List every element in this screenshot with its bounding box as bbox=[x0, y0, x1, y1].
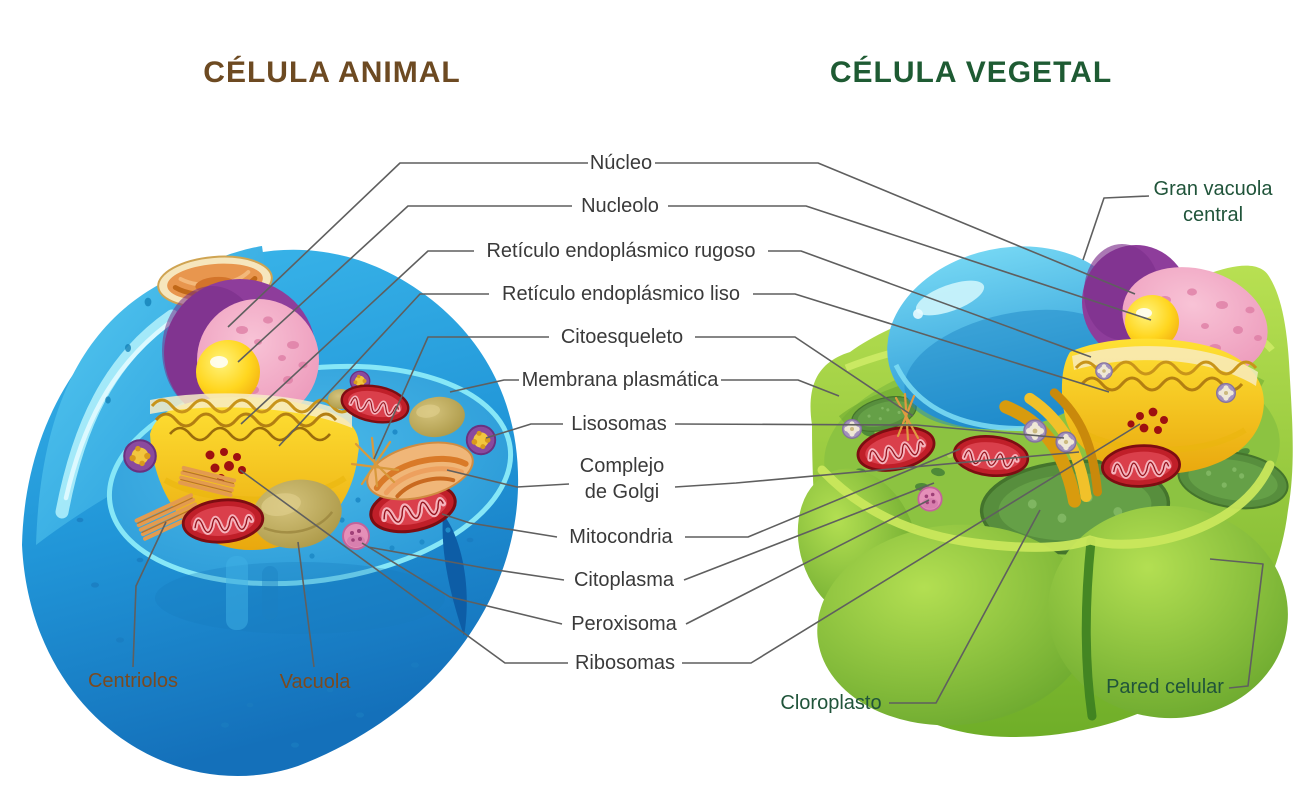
leader-liso-right bbox=[753, 293, 1110, 393]
leader-citoesqueleto-left bbox=[373, 336, 549, 460]
plant-wall-front-cushions bbox=[797, 460, 1288, 726]
leader-mitocondria-right bbox=[685, 448, 961, 538]
label-lisosomas: Lisosomas bbox=[571, 413, 667, 435]
label-reticulo-rugoso: Retículo endoplásmico rugoso bbox=[486, 240, 756, 262]
label-membrana-plasmatica: Membrana plasmática bbox=[521, 369, 719, 391]
animal-cytoskeleton-fibers bbox=[350, 436, 400, 488]
leader-gran-vacuola bbox=[1082, 195, 1150, 261]
lysosome-icon bbox=[123, 439, 157, 473]
floor-streak bbox=[226, 556, 248, 630]
leader-golgi-left bbox=[446, 469, 570, 488]
label-peroxisoma: Peroxisoma bbox=[571, 613, 677, 635]
lysosome-vesicle-icon bbox=[842, 419, 862, 439]
leader-centriolos bbox=[132, 521, 167, 668]
leader-peroxisoma-right bbox=[685, 499, 930, 625]
plant-ribosome-dots bbox=[1127, 407, 1168, 434]
plant-cell-illustration bbox=[797, 244, 1293, 738]
leader-rugoso-left bbox=[240, 250, 474, 425]
leader-vacuola bbox=[297, 541, 315, 668]
animal-vacuole bbox=[252, 389, 465, 549]
leader-pared-celular bbox=[1209, 558, 1264, 689]
plant-cytoskeleton-fibers bbox=[894, 392, 920, 442]
leader-ribosomas-right bbox=[682, 423, 1141, 664]
peroxisome-icon bbox=[917, 486, 943, 512]
animal-cell-illustration bbox=[22, 246, 519, 777]
leader-liso-left bbox=[278, 293, 489, 447]
leader-citoplasma-left bbox=[367, 546, 565, 581]
leader-lisosomas-left bbox=[485, 423, 563, 439]
lysosome-vesicle-icon bbox=[1023, 419, 1047, 443]
leader-lines bbox=[132, 162, 1264, 704]
leader-nucleolo-right bbox=[668, 205, 1152, 321]
leader-membrana-left bbox=[449, 379, 519, 393]
label-reticulo-liso: Retículo endoplásmico liso bbox=[502, 283, 740, 305]
leader-golgi-right bbox=[674, 451, 1080, 488]
lysosome-vesicle-icon bbox=[1055, 431, 1077, 453]
label-complejo-golgi: Complejo de Golgi bbox=[579, 455, 665, 503]
membrane-notch bbox=[442, 514, 467, 636]
leader-rugoso-right bbox=[768, 250, 1092, 358]
lysosome-vesicle-icon bbox=[1095, 362, 1113, 380]
label-citoplasma: Citoplasma bbox=[573, 569, 675, 591]
leader-nucleo-right bbox=[655, 162, 1136, 295]
animal-cell-title: CÉLULA ANIMAL bbox=[203, 56, 461, 89]
leader-ribosomas-left bbox=[239, 469, 568, 664]
animal-golgi-complex bbox=[366, 441, 474, 501]
label-nucleolo: Nucleolo bbox=[581, 195, 659, 217]
animal-centrioles bbox=[134, 465, 237, 541]
label-pared-celular: Pared celular bbox=[1106, 676, 1224, 698]
label-cloroplasto: Cloroplasto bbox=[780, 692, 882, 714]
label-vacuola: Vacuola bbox=[279, 671, 351, 693]
flap-highlight-inner bbox=[63, 321, 171, 501]
label-centriolos: Centriolos bbox=[87, 670, 179, 692]
leader-peroxisoma-left bbox=[361, 542, 563, 625]
plant-cell-title: CÉLULA VEGETAL bbox=[829, 56, 1113, 89]
floor-shadow bbox=[155, 562, 445, 634]
leader-citoesqueleto-right bbox=[695, 336, 914, 417]
plant-nucleolus bbox=[1125, 295, 1179, 349]
floor-streak bbox=[262, 566, 278, 620]
lysosome-icon bbox=[465, 424, 497, 456]
label-citoesqueleto: Citoesqueleto bbox=[560, 326, 684, 348]
leader-citoplasma-right bbox=[683, 482, 935, 581]
lysosome-vesicle-icon bbox=[1216, 383, 1236, 403]
leader-nucleo-left bbox=[227, 162, 588, 328]
leader-mitocondria-left bbox=[441, 513, 558, 538]
label-ribosomas: Ribosomas bbox=[574, 652, 676, 674]
label-nucleo: Núcleo bbox=[589, 152, 653, 174]
label-mitocondria: Mitocondria bbox=[569, 526, 673, 548]
leader-nucleolo-left bbox=[237, 205, 572, 363]
leader-membrana-right bbox=[721, 379, 840, 397]
leader-lisosomas-right bbox=[674, 423, 1065, 439]
label-gran-vacuola-central: Gran vacuola central bbox=[1153, 178, 1273, 226]
leader-cloroplasto bbox=[889, 509, 1041, 704]
